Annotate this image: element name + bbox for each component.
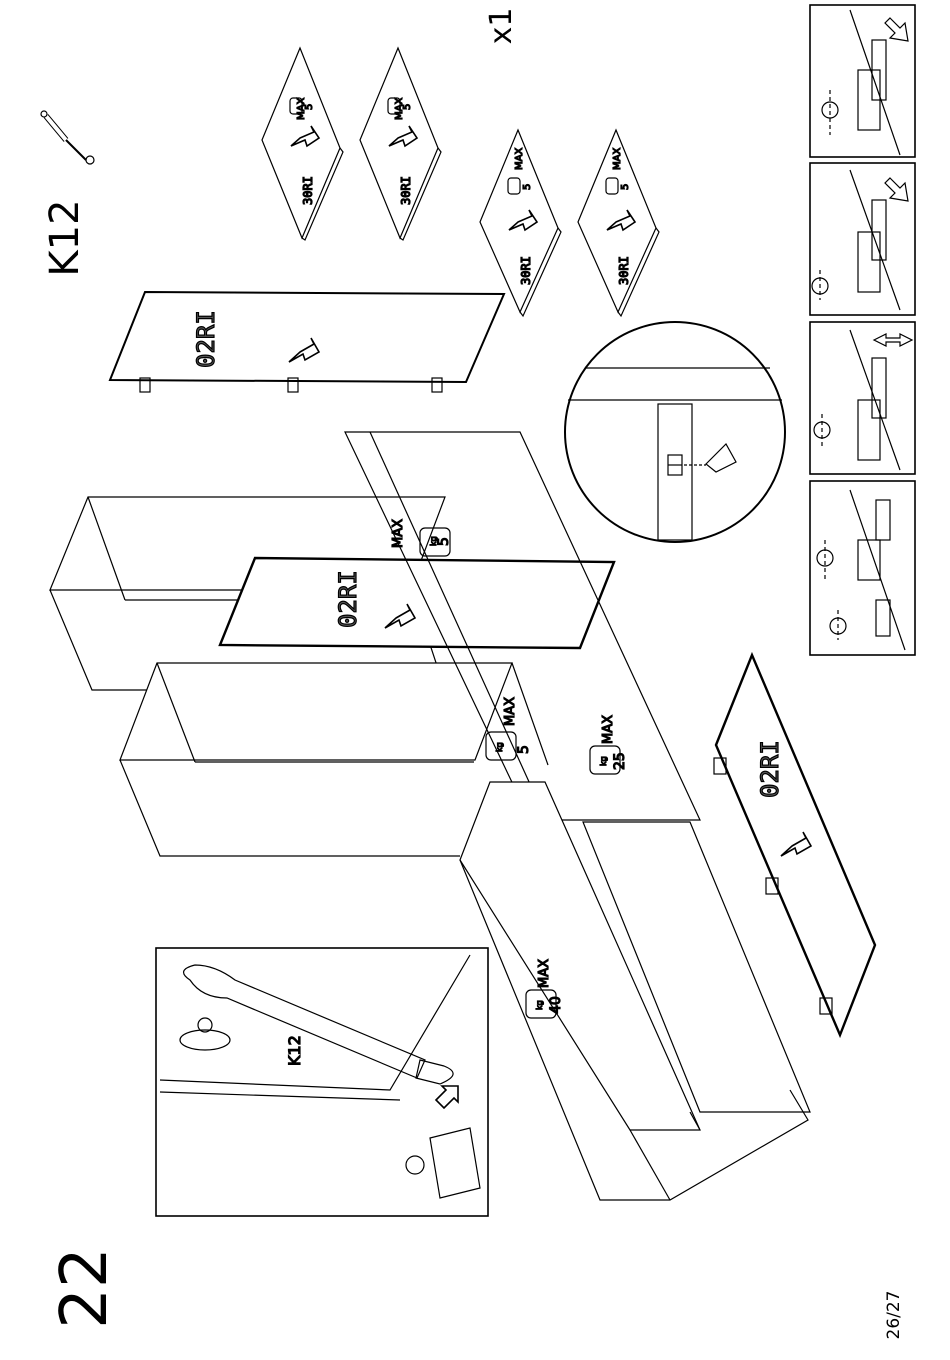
load-value: 5 [304, 104, 315, 110]
shelf-panel-2: 30RI MAX 5 [360, 48, 441, 240]
hinge-detail-circle [565, 322, 785, 542]
shelf-code: 30RI [301, 176, 315, 205]
shelf-code: 30RI [519, 256, 533, 285]
max-label: MAX [601, 715, 616, 744]
inset-part-label: K12 [285, 1035, 304, 1066]
load-unit: kg [599, 756, 608, 766]
max-label: MAX [503, 697, 518, 726]
shelf-panel-1: 30RI MAX 5 [262, 48, 343, 240]
hinge-adjust-panel-3 [810, 322, 915, 474]
max-label: MAX [514, 148, 525, 170]
load-value: 5 [620, 184, 631, 190]
shelf-code: 30RI [399, 176, 413, 205]
shelf-code: 30RI [617, 256, 631, 285]
max-label: MAX [612, 148, 623, 170]
load-unit: kg [535, 1000, 544, 1010]
shelf-panel-4: 30RI MAX 5 [578, 130, 659, 316]
door-panel-right: 02RI [714, 655, 875, 1035]
hinge-adjust-panel-1 [810, 5, 915, 157]
door-panel-top: 02RI [110, 292, 504, 392]
door-code: 02RI [334, 570, 362, 628]
door-code: 02RI [192, 310, 220, 368]
door-panel-middle: 02RI [220, 558, 614, 648]
hinge-adjust-panel-2 [810, 163, 915, 315]
gas-strut-inset: K12 [156, 948, 488, 1216]
hinge-adjust-panel-4 [810, 481, 915, 655]
gas-strut-icon [41, 111, 94, 164]
load-value: 5 [516, 745, 532, 754]
load-value: 5 [522, 184, 533, 190]
door-code: 02RI [756, 740, 784, 798]
shelf-panel-3: 30RI MAX 5 [480, 130, 561, 316]
load-unit: kg [429, 536, 438, 546]
max-label: MAX [537, 959, 552, 988]
load-value: 5 [402, 104, 413, 110]
